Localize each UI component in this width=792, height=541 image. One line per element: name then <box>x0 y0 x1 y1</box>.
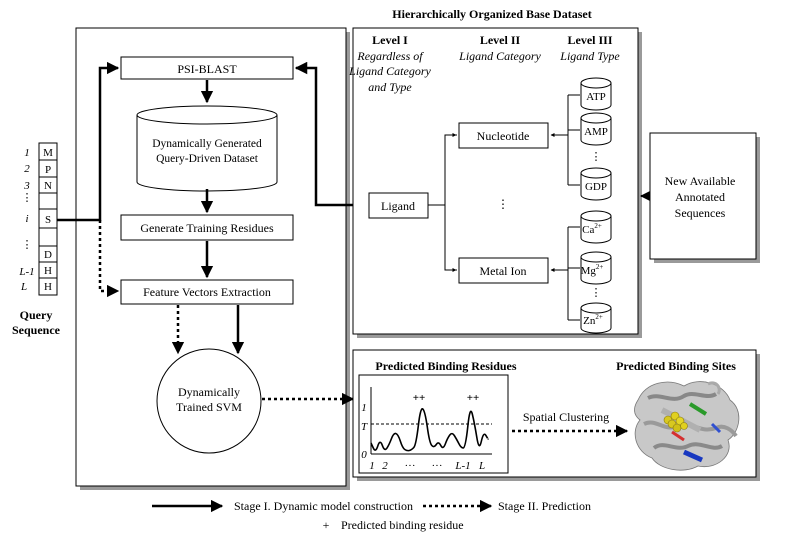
query-index-i: i <box>25 213 28 225</box>
cylinder-zn: Zn2+ <box>580 302 612 334</box>
arrow-query-to-psiblast <box>57 61 120 222</box>
level2-title: Level II <box>480 33 521 47</box>
legend-plus-text: Predicted binding residue <box>341 518 464 532</box>
new-sequences-line2: Annotated <box>675 190 725 204</box>
svm-circle: Dynamically Trained SVM <box>156 348 262 454</box>
query-index-1: 1 <box>24 147 30 159</box>
svm-label-line1: Dynamically <box>178 385 240 399</box>
residue-s: S <box>45 214 51 226</box>
metal-ion-box: Metal Ion <box>458 257 549 284</box>
query-label-line2: Sequence <box>12 323 61 337</box>
query-driven-dataset: Dynamically Generated Query-Driven Datas… <box>136 105 278 192</box>
plot-x-label-2: 2 <box>382 460 388 472</box>
query-sequence: 1 2 3 ⋮ i ⋮ L-1 L M P N S D H H Query Se… <box>12 142 61 337</box>
cylinder-gdp: GDP <box>580 167 612 201</box>
amp-label: AMP <box>584 126 608 138</box>
nucleotide-label: Nucleotide <box>477 129 530 143</box>
query-vdots-lower: ⋮ <box>22 239 33 251</box>
plot-score-curve <box>370 408 489 452</box>
query-index-2: 2 <box>24 163 30 175</box>
cylinder-amp: AMP <box>580 112 612 146</box>
level2-vdots: ⋮ <box>497 197 509 211</box>
mg-label: Mg2+ <box>581 263 604 277</box>
query-index-3: 3 <box>23 180 30 192</box>
residue-h2: H <box>44 281 52 293</box>
new-sequences-box: New Available Annotated Sequences <box>640 132 760 263</box>
base-dataset-title: Hierarchically Organized Base Dataset <box>392 7 591 21</box>
level3-title: Level III <box>568 33 613 47</box>
residue-n: N <box>44 180 52 192</box>
nucleotide-types-vdots: ⋮ <box>591 151 602 163</box>
nucleotide-box: Nucleotide <box>458 122 549 149</box>
feature-vectors-box: Feature Vectors Extraction <box>120 279 294 305</box>
residue-d: D <box>44 249 52 261</box>
zn-label: Zn2+ <box>583 313 603 327</box>
atp-label: ATP <box>586 91 606 103</box>
plot-y-label-0: 0 <box>361 449 367 461</box>
metal-types-vdots: ⋮ <box>591 287 602 299</box>
level1-sub1: Regardless of <box>356 49 424 63</box>
query-index-l-1: L-1 <box>18 266 34 278</box>
ligand-box: Ligand <box>368 192 429 219</box>
svm-label-line2: Trained SVM <box>176 400 242 414</box>
residue-h1: H <box>44 265 52 277</box>
cylinder-mg: Mg2+ <box>580 251 612 285</box>
plot-y-label-1: 1 <box>361 402 367 414</box>
ligand-label: Ligand <box>381 199 415 213</box>
cylinder-ca: Ca2+ <box>580 210 612 244</box>
residue-p: P <box>45 164 51 176</box>
plot-x-label-dots1: ··· <box>405 460 416 472</box>
legend-plus-symbol: + <box>323 518 330 532</box>
residue-m: M <box>43 147 53 159</box>
tree-connectors <box>428 94 580 321</box>
generate-training-box: Generate Training Residues <box>120 214 294 241</box>
level3-sub: Ligand Type <box>559 49 620 63</box>
plot-plus-mark-1: ++ <box>413 392 426 404</box>
stage1-arrows <box>57 61 368 406</box>
psi-blast-box: PSI-BLAST <box>120 56 294 80</box>
spatial-clustering-label: Spatial Clustering <box>523 410 609 424</box>
dataset-label-line1: Dynamically Generated <box>152 138 262 150</box>
plot-x-label-l: L <box>478 460 485 472</box>
residue-column: M P N S D H H <box>38 142 58 296</box>
plot-plus-mark-2: ++ <box>467 392 480 404</box>
prediction-panel: Predicted Binding Residues Predicted Bin… <box>352 349 760 481</box>
psi-blast-label: PSI-BLAST <box>177 62 237 76</box>
base-dataset-panel: Hierarchically Organized Base Dataset Le… <box>348 7 642 338</box>
dataset-label-line2: Query-Driven Dataset <box>156 153 259 165</box>
predicted-sites-title: Predicted Binding Sites <box>616 359 736 373</box>
level1-sub3: and Type <box>368 80 412 94</box>
cylinder-atp: ATP <box>580 77 612 111</box>
query-index-l: L <box>20 281 27 293</box>
plot-y-label-t: T <box>361 421 368 433</box>
legend-stage2-text: Stage II. Prediction <box>498 499 591 513</box>
new-sequences-line3: Sequences <box>675 206 726 220</box>
new-sequences-line1: New Available <box>665 174 736 188</box>
feature-vectors-label: Feature Vectors Extraction <box>143 285 271 299</box>
generate-training-label: Generate Training Residues <box>140 221 274 235</box>
predicted-residues-title: Predicted Binding Residues <box>375 359 516 373</box>
protein-structure-image <box>634 381 740 471</box>
plot-x-label-1: 1 <box>369 460 375 472</box>
legend: Stage I. Dynamic model construction Stag… <box>152 499 591 532</box>
legend-stage1-text: Stage I. Dynamic model construction <box>234 499 413 513</box>
plot-x-label-dots2: ··· <box>432 460 443 472</box>
metal-ion-label: Metal Ion <box>480 264 527 278</box>
ca-label: Ca2+ <box>582 222 602 236</box>
level1-sub2: Ligand Category <box>348 64 431 78</box>
arrow-ligand-to-psiblast <box>294 61 368 207</box>
level1-title: Level I <box>372 33 408 47</box>
level2-sub: Ligand Category <box>458 49 541 63</box>
gdp-label: GDP <box>585 181 607 193</box>
plot-x-label-l-1: L-1 <box>454 460 470 472</box>
query-vdots-upper: ⋮ <box>22 192 33 204</box>
query-label-line1: Query <box>20 308 53 322</box>
